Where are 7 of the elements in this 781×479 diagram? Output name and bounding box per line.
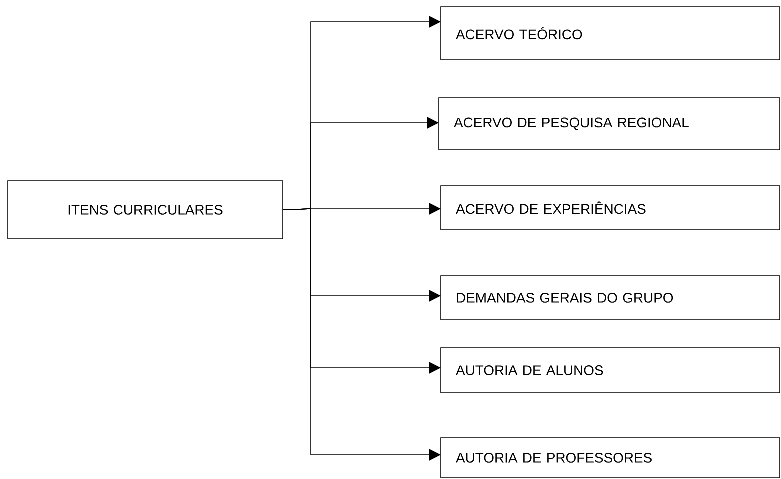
- text-box: ACERVO DE PESQUISA REGIONAL: [438, 98, 780, 150]
- text-box: ACERVO DE EXPERIÊNCIAS: [440, 186, 780, 230]
- text-box: AUTORIA DE PROFESSORES: [440, 438, 780, 478]
- text-box: ITENS CURRICULARES: [8, 180, 284, 240]
- text-box: DEMANDAS GERAIS DO GRUPO: [440, 276, 780, 320]
- text-box: AUTORIA DE ALUNOS: [440, 348, 780, 394]
- text-box: ACERVO TEÓRICO: [440, 6, 780, 60]
